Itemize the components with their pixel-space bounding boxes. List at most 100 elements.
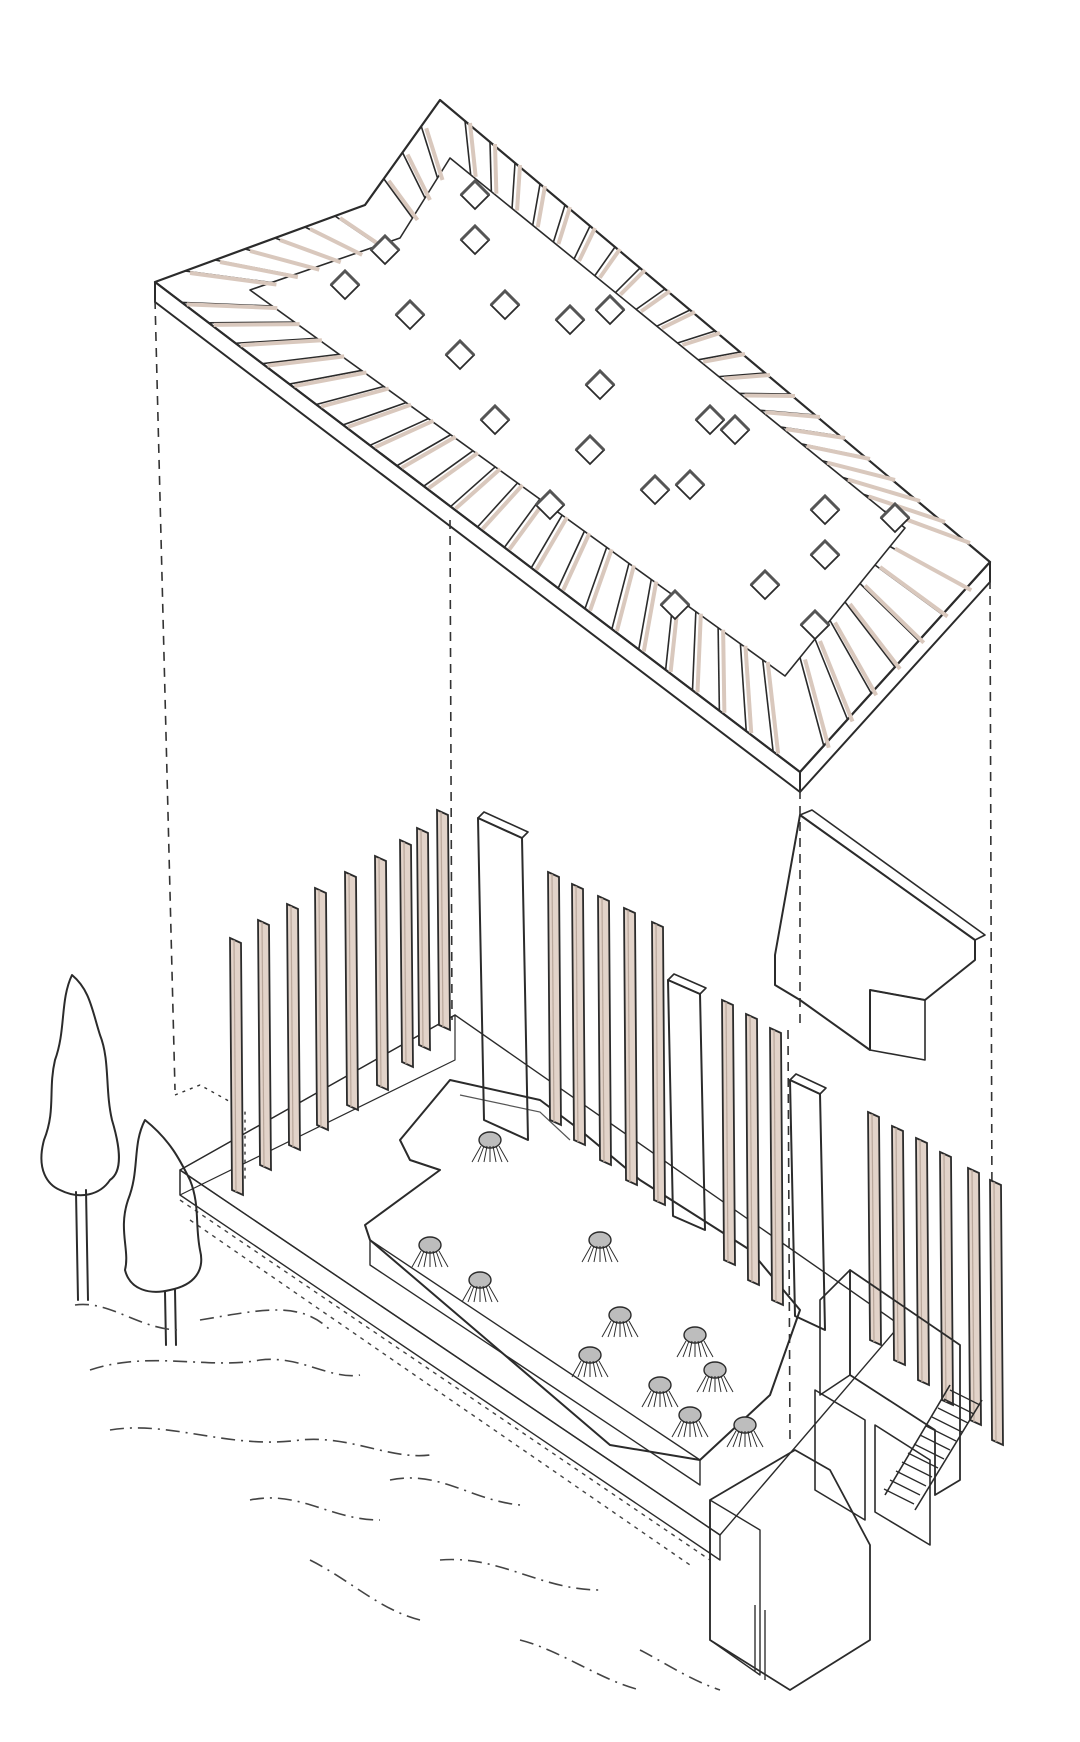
facade-fin [967, 1166, 982, 1427]
skylight [659, 589, 691, 621]
roof-rib-shade [598, 247, 622, 279]
back-wall-left [179, 1014, 456, 1196]
roof-rib [401, 152, 426, 199]
roof-rib-shade [785, 427, 846, 440]
roof-rib-shade [818, 640, 855, 723]
facade-fin [286, 902, 301, 1152]
plant-icon [726, 1416, 764, 1448]
stair-step [883, 1488, 915, 1505]
roof-rib [489, 141, 493, 192]
roof-rib [691, 611, 697, 691]
facade-fin [915, 1136, 930, 1387]
facade-fin [745, 1012, 760, 1287]
facade-fin-edge [440, 811, 444, 1028]
roof-rib [739, 643, 748, 732]
tall-panels [477, 811, 827, 1331]
projection-line [787, 1029, 791, 1441]
facade-fin [867, 1110, 882, 1347]
stair-step [943, 1398, 975, 1415]
skylight-shade [809, 493, 841, 512]
roof-rib-shade [561, 532, 592, 592]
tall-panel-2 [667, 979, 706, 1231]
roof-rib [635, 288, 666, 311]
skylight [329, 269, 361, 301]
stair-step [895, 1470, 927, 1487]
floor-slab-edge [179, 1169, 721, 1561]
roof-rib-shade [806, 443, 871, 461]
roof-rib [316, 385, 384, 406]
roof-rib-shade [347, 402, 412, 429]
roof-rib [637, 579, 653, 650]
roof-rib-shade [213, 322, 300, 327]
stair-step [913, 1443, 945, 1460]
skylight-shade [639, 473, 671, 492]
roof-rib-shade [894, 546, 973, 593]
roof-rib-shade [723, 373, 771, 381]
plant-icon [411, 1236, 449, 1268]
roof-rib-shade [556, 206, 572, 245]
roof-rib [844, 601, 896, 668]
skylight [809, 494, 841, 526]
skylight-shade [879, 501, 911, 520]
roof-rib-shade [744, 393, 796, 398]
roof-rib-shade [588, 548, 614, 612]
stair-icon [883, 1384, 983, 1511]
facade-fin-edge [725, 1001, 729, 1263]
stair-step [937, 1407, 969, 1424]
roof-rib [814, 638, 849, 720]
roof-rib-shade [765, 661, 781, 754]
facade-fin [229, 936, 244, 1197]
roof-rib-shade [481, 483, 524, 531]
roof-rib-shade [424, 127, 445, 181]
room-wall-mid [814, 1389, 866, 1521]
stair-step [907, 1452, 939, 1469]
upper-room [774, 809, 986, 1061]
roof-rib-shade [374, 418, 435, 450]
tall-panel-3 [789, 1079, 826, 1331]
stair-step [919, 1434, 951, 1451]
roof-rib-shade [515, 164, 522, 211]
roof-rib-shade [641, 581, 659, 652]
stair-stringer [914, 1399, 983, 1511]
facade-fin-edge [749, 1015, 753, 1283]
facade-fin-edge [919, 1139, 923, 1383]
roof-rib [289, 369, 362, 385]
skylight [694, 404, 726, 436]
plant-icon [671, 1406, 709, 1438]
plant-icon [601, 1306, 639, 1338]
skylight-shade [479, 403, 511, 422]
plant-icon [581, 1231, 619, 1263]
roof-rib-shade [681, 331, 721, 347]
roof-skylights [329, 178, 911, 641]
facade-fin [891, 1124, 906, 1367]
facade-fin [721, 998, 736, 1267]
skylight [749, 569, 781, 601]
facade-fin [374, 854, 389, 1092]
facade-fin-edge [348, 873, 352, 1108]
skylight-shade [574, 433, 606, 452]
roof-rib [476, 482, 519, 528]
roof-rib-shade [240, 338, 322, 348]
skylight [459, 179, 491, 211]
roof-rib-shade [387, 179, 420, 222]
facade-fin [257, 918, 272, 1172]
facade-fin [436, 808, 451, 1032]
roof-rib [829, 620, 872, 694]
skylight-shade [534, 488, 566, 507]
room-front [709, 1449, 871, 1691]
facade-fin [623, 906, 638, 1187]
facade-fin [939, 1150, 954, 1407]
roof-rib-shade [267, 354, 345, 368]
roof-rib-shade [721, 629, 727, 713]
facade-fin [344, 870, 359, 1112]
projection-line [154, 299, 176, 1091]
ground-rooms [709, 1269, 983, 1691]
skylight-shade [584, 368, 616, 387]
facade-fin-edge [420, 829, 424, 1048]
roof-rib [464, 120, 472, 175]
skylight [534, 489, 566, 521]
skylight [719, 414, 751, 446]
landscape-lines [74, 1303, 721, 1691]
facade-fin-edge [378, 857, 382, 1088]
